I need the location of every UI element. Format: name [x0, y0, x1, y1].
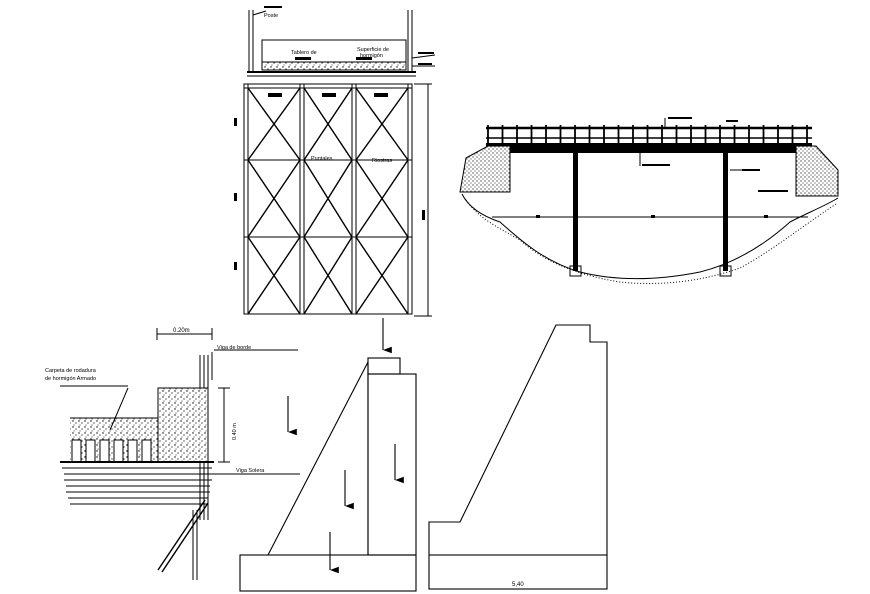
edge-detail [60, 328, 300, 580]
bridge-elevation [459, 117, 839, 284]
truss-elevation [234, 6, 436, 317]
braces-label: Riostras [372, 158, 392, 164]
slab-block [141, 439, 152, 463]
railing-posts [487, 125, 808, 145]
slab-label: Carpeta de rodadura [45, 368, 97, 374]
struts-label: Puntales [311, 156, 333, 162]
slab-block [71, 439, 82, 463]
slab-block [85, 439, 96, 463]
edge-beam-label: Viga de borde [217, 345, 251, 351]
slab-block [99, 439, 110, 463]
abutment-load-diagram [239, 318, 417, 592]
slab-block [127, 439, 138, 463]
slab-label-2: de hormigón Armado [45, 376, 96, 382]
slab-block [113, 439, 124, 463]
width-dimension-label: 0.20m [173, 328, 190, 334]
base-width-label: 5,40 [512, 582, 524, 588]
deck-label: Tablero de [291, 50, 317, 56]
abutment-profile [428, 324, 608, 590]
height-dimension-label: 0.40 m [232, 423, 238, 440]
surface-label: Superficie de [357, 47, 389, 53]
surface-label-2: hormigón [360, 53, 383, 59]
post-label: Poste [264, 13, 278, 19]
sole-beam-label: Viga Solera [236, 468, 265, 474]
slab-blocks [71, 439, 152, 463]
